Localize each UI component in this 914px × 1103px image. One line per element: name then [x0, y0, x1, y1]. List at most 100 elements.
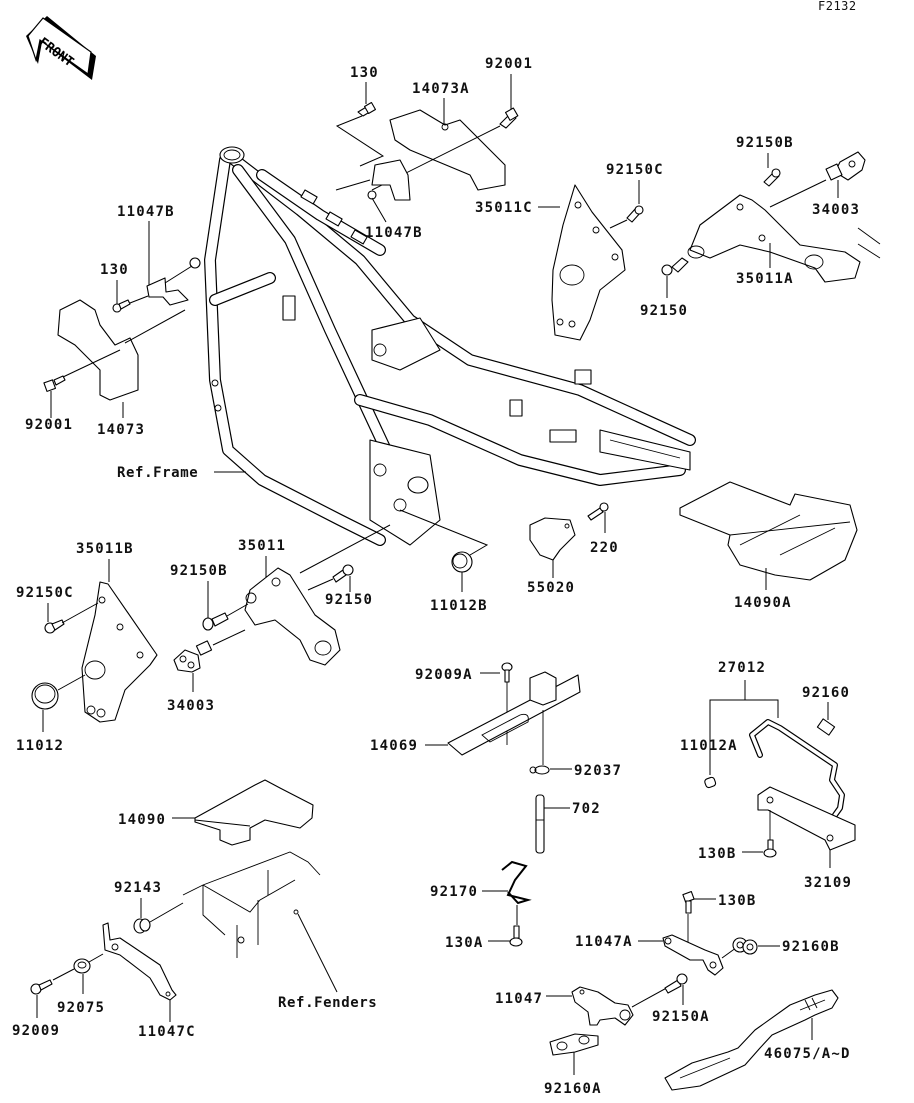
part-label: 92150B	[736, 135, 794, 151]
part-11012[interactable]: 11012	[16, 674, 86, 754]
part-11012B[interactable]: 11012B	[399, 509, 489, 614]
part-92150B-top[interactable]: 92150B	[736, 135, 794, 187]
part-11047[interactable]: 11047	[495, 984, 673, 1026]
part-label: 130A	[445, 935, 484, 951]
ref-frame-label: Ref.Frame	[117, 465, 198, 481]
part-14073A[interactable]: 14073A	[389, 81, 506, 191]
bracket-shape	[571, 986, 634, 1026]
part-92075[interactable]: 92075	[57, 953, 105, 1016]
part-label: 35011	[238, 538, 286, 554]
frame-cover-shape	[389, 109, 506, 191]
bolt-icon	[112, 299, 131, 313]
part-34003-top[interactable]: 34003	[769, 151, 866, 218]
part-130-top[interactable]: 130	[335, 65, 385, 167]
footpeg-bracket-shape	[689, 194, 861, 283]
part-92150-mid[interactable]: 92150	[307, 564, 373, 608]
part-92143[interactable]: 92143	[114, 880, 184, 934]
part-label: 92170	[430, 884, 478, 900]
part-92037[interactable]: 92037	[529, 710, 622, 779]
part-label: 34003	[812, 202, 860, 218]
bolt-icon	[682, 890, 695, 914]
spacer-icon	[73, 958, 91, 974]
part-702[interactable]: 702	[535, 794, 601, 854]
part-46075[interactable]: 46075/A~D	[664, 989, 851, 1091]
part-label: 46075/A~D	[764, 1046, 851, 1062]
part-label: 55020	[527, 580, 575, 596]
part-label: 32109	[804, 875, 852, 891]
part-14073[interactable]: 14073	[57, 299, 186, 438]
part-11047C[interactable]: 11047C	[102, 922, 196, 1040]
part-11047B-left[interactable]: 11047B	[117, 204, 201, 306]
part-35011A[interactable]: 35011A	[687, 194, 881, 287]
part-label: 14069	[370, 738, 418, 754]
part-label: 11047	[495, 991, 543, 1007]
part-92001-left[interactable]: 92001	[25, 349, 121, 433]
bolt-icon	[332, 564, 354, 583]
part-92009[interactable]: 92009	[12, 968, 75, 1039]
part-label: 35011C	[475, 200, 533, 216]
part-55020[interactable]: 55020	[527, 517, 576, 596]
part-92150C-top[interactable]: 92150C	[606, 162, 664, 229]
collar-icon	[816, 718, 836, 736]
part-27012[interactable]: 27012	[709, 660, 845, 818]
part-14090[interactable]: 14090	[118, 779, 314, 846]
bolt-icon	[763, 839, 777, 858]
part-11047A[interactable]: 11047A	[575, 934, 741, 976]
part-34003-mid[interactable]: 34003	[167, 629, 246, 714]
floorboard-shape	[664, 989, 839, 1091]
part-130B-right[interactable]: 130B	[698, 810, 777, 862]
bolt-icon	[44, 619, 65, 634]
part-92160B[interactable]: 92160B	[732, 937, 840, 955]
part-label: 11047B	[365, 225, 423, 241]
bolt-icon	[202, 612, 229, 631]
part-label: 92150	[640, 303, 688, 319]
battery-tray-fender	[182, 851, 321, 958]
part-92150-top[interactable]: 92150	[640, 257, 689, 319]
bolt-icon	[509, 925, 523, 947]
part-14069[interactable]: 14069	[370, 671, 581, 756]
part-32109[interactable]: 32109	[757, 786, 856, 891]
part-label: 92150C	[606, 162, 664, 178]
part-11047B-top[interactable]: 11047B	[335, 159, 423, 241]
part-label: 92001	[485, 56, 533, 72]
footpeg-bracket-shape	[244, 567, 341, 666]
part-92150A[interactable]: 92150A	[652, 973, 710, 1025]
part-label: 130B	[698, 846, 737, 862]
part-label: 35011A	[736, 271, 794, 287]
bolt-icon	[357, 101, 377, 117]
part-92150B-mid[interactable]: 92150B	[170, 563, 249, 631]
frame-cover-shape	[57, 299, 139, 401]
part-label: 14073	[97, 422, 145, 438]
part-label: 92160A	[544, 1081, 602, 1097]
part-label: 11012	[16, 738, 64, 754]
washer-pair-icon	[732, 937, 758, 955]
part-label: 92009	[12, 1023, 60, 1039]
part-label: 11012A	[680, 738, 738, 754]
part-130B-low[interactable]: 130B	[682, 890, 757, 953]
part-92009A[interactable]: 92009A	[415, 662, 513, 745]
part-92160A[interactable]: 92160A	[544, 1033, 602, 1097]
grommet-icon	[451, 551, 473, 573]
part-92160[interactable]: 92160	[802, 685, 850, 736]
part-92150C-left[interactable]: 92150C	[16, 585, 99, 634]
part-14090A[interactable]: 14090A	[679, 481, 858, 611]
part-92170[interactable]: 92170	[430, 860, 532, 925]
part-label: 92037	[574, 763, 622, 779]
screw-icon	[501, 662, 513, 683]
part-label: 11012B	[430, 598, 488, 614]
part-92001-top[interactable]: 92001	[371, 56, 533, 191]
part-130-left[interactable]: 130	[100, 262, 149, 313]
part-220[interactable]: 220	[587, 502, 619, 556]
bolt-icon	[763, 168, 781, 187]
bolt-icon	[664, 973, 688, 994]
part-35011B[interactable]: 35011B	[76, 541, 158, 723]
pin-icon	[535, 794, 545, 854]
grommet-icon	[31, 682, 59, 710]
part-130A[interactable]: 130A	[445, 925, 523, 951]
clip-icon	[529, 765, 550, 775]
part-label: 11047C	[138, 1024, 196, 1040]
part-11012A[interactable]: 11012A	[680, 738, 738, 789]
part-35011C[interactable]: 35011C	[475, 184, 626, 341]
part-35011[interactable]: 35011	[238, 524, 391, 666]
